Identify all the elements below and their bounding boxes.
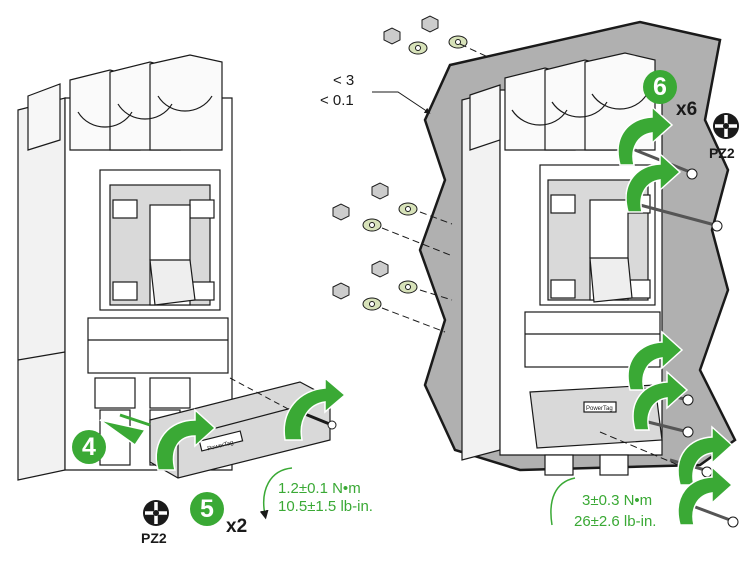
left-circuit-breaker [17,54,233,481]
alignment-lines [381,43,691,471]
torque-cover-metric: 1.2±0.1 N•m [278,480,361,497]
panel-thickness-in: < 0.1 [320,92,354,109]
right-green-arrows [617,105,734,526]
step-5-badge: 5 [190,492,224,526]
thickness-leader [372,91,431,114]
pz2-screwdriver-icon-right [713,113,739,139]
powertag-cover-left [149,381,331,479]
tool-label-right: PZ2 [709,145,735,161]
pz2-screwdriver-icon-left [143,500,169,526]
step-6-badge: 6 [643,70,677,104]
cover-screw-count: x2 [226,516,248,537]
torque-bracket-right [550,477,576,526]
torque-plate-imperial: 26±2.6 lb-in. [574,513,657,530]
right-circuit-breaker [461,52,663,476]
nuts-and-washers [332,15,468,311]
tool-label-left: PZ2 [141,530,167,546]
torque-cover-imperial: 10.5±1.5 lb-in. [278,498,373,515]
panel-thickness-mm: < 3 [333,72,355,89]
powertag-label-right: PowerTag [586,406,613,412]
step-4-badge: 4 [72,430,106,464]
plate-screw-count: x6 [676,99,698,120]
torque-bracket-left [259,467,293,520]
torque-plate-metric: 3±0.3 N•m [582,492,653,509]
left-green-arrows [99,376,347,471]
